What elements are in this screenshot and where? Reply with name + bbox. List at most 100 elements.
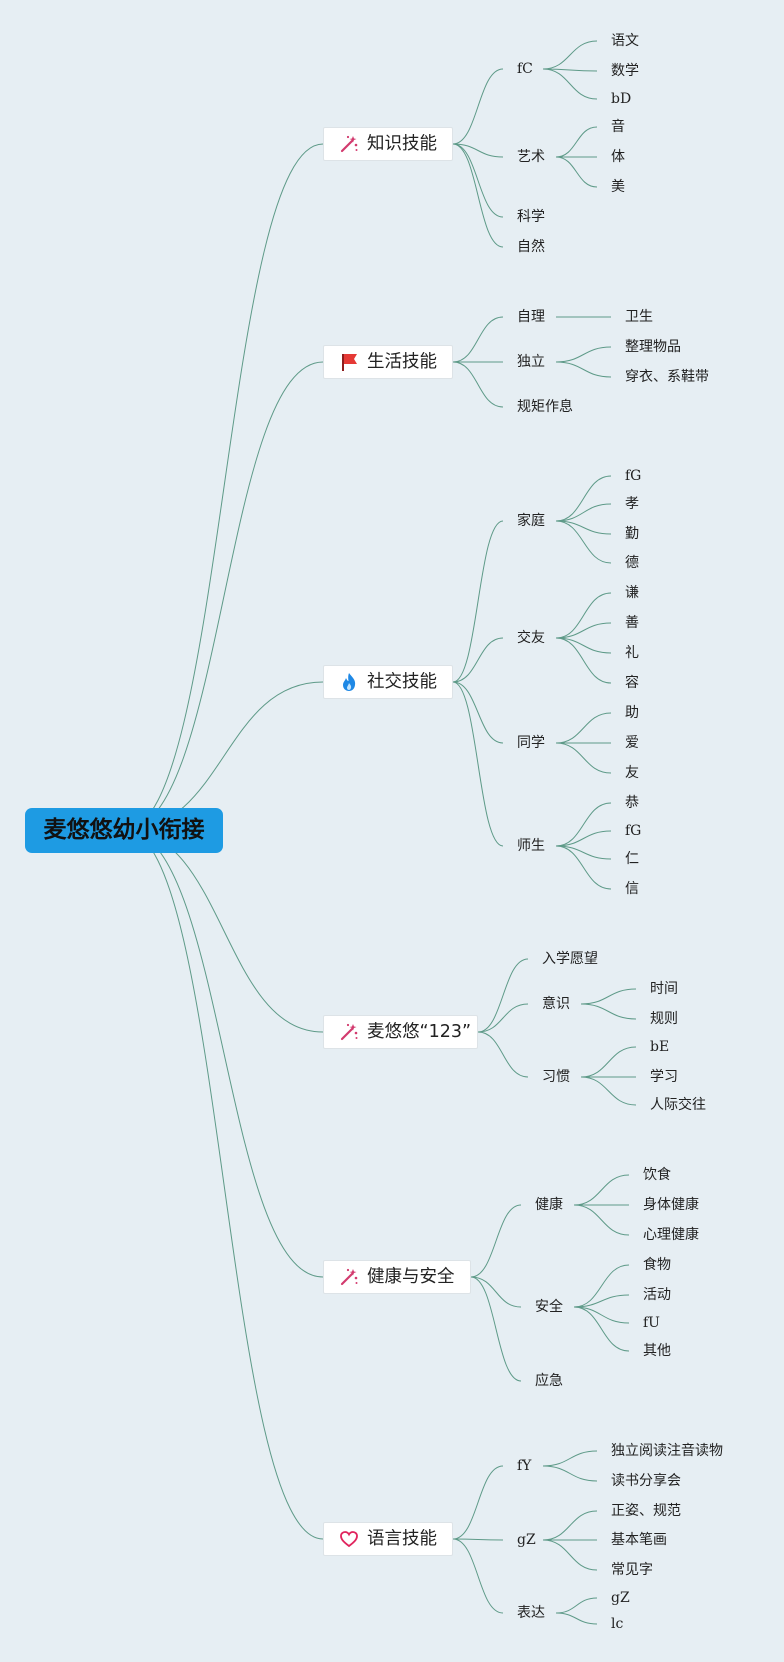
topic-label[interactable]: fY bbox=[517, 1458, 532, 1474]
topic-connector bbox=[573, 1306, 630, 1352]
topic-label[interactable]: 自然 bbox=[517, 239, 545, 255]
subtopic-label[interactable]: 友 bbox=[625, 765, 639, 781]
subtopic-label[interactable]: 规则 bbox=[650, 1011, 678, 1027]
topic-label[interactable]: 健康 bbox=[535, 1197, 563, 1213]
subtopic-label[interactable]: 数学 bbox=[611, 63, 639, 79]
subtopic-label[interactable]: 独立阅读注音读物 bbox=[611, 1443, 723, 1459]
subtopic-label[interactable]: 时间 bbox=[650, 981, 678, 997]
topic-connector bbox=[542, 68, 598, 100]
topic-label[interactable]: 艺术 bbox=[517, 149, 545, 165]
subtopic-label[interactable]: 礼 bbox=[625, 645, 639, 661]
subtopic-label[interactable]: 美 bbox=[611, 179, 625, 195]
topic-connector bbox=[555, 637, 612, 654]
subtopic-label[interactable]: gZ bbox=[611, 1590, 630, 1606]
branch-label: 语言技能 bbox=[367, 1529, 437, 1549]
subtopic-label[interactable]: 其他 bbox=[643, 1343, 671, 1359]
topic-label[interactable]: 同学 bbox=[517, 735, 545, 751]
topic-label[interactable]: 家庭 bbox=[517, 513, 545, 529]
subtopic-label[interactable]: 食物 bbox=[643, 1257, 671, 1273]
subtopic-label[interactable]: 容 bbox=[625, 675, 639, 691]
subtopic-label[interactable]: 基本笔画 bbox=[611, 1532, 667, 1548]
subtopic-label[interactable]: 音 bbox=[611, 119, 625, 135]
branch-connector bbox=[452, 316, 504, 363]
subtopic-label[interactable]: fG bbox=[625, 468, 642, 484]
branch-connector bbox=[477, 1031, 529, 1078]
branch-label: 麦悠悠“123” bbox=[367, 1022, 472, 1042]
branch-connector bbox=[452, 143, 504, 218]
subtopic-label[interactable]: 助 bbox=[625, 705, 639, 721]
subtopic-label[interactable]: 善 bbox=[625, 615, 639, 631]
subtopic-label[interactable]: bE bbox=[650, 1039, 670, 1055]
subtopic-label[interactable]: 恭 bbox=[625, 795, 639, 811]
branch-connector bbox=[470, 1204, 522, 1278]
topic-connector bbox=[573, 1306, 630, 1324]
topic-connector bbox=[555, 346, 612, 363]
branch-connector bbox=[470, 1276, 522, 1382]
topic-label[interactable]: 习惯 bbox=[542, 1069, 570, 1085]
subtopic-label[interactable]: 穿衣、系鞋带 bbox=[625, 369, 709, 385]
subtopic-label[interactable]: 信 bbox=[625, 881, 639, 897]
topic-connector bbox=[555, 520, 612, 535]
topic-connector bbox=[573, 1174, 630, 1206]
subtopic-label[interactable]: 勤 bbox=[625, 526, 639, 542]
subtopic-label[interactable]: fU bbox=[643, 1315, 660, 1331]
topic-label[interactable]: 师生 bbox=[517, 838, 545, 854]
branch-node[interactable]: 知识技能 bbox=[323, 127, 453, 161]
subtopic-label[interactable]: 爱 bbox=[625, 735, 639, 751]
topic-label[interactable]: 入学愿望 bbox=[542, 951, 598, 967]
branch-node[interactable]: 社交技能 bbox=[323, 665, 453, 699]
topic-connector bbox=[555, 1612, 598, 1625]
branch-connector bbox=[452, 1538, 504, 1541]
root-node[interactable]: 麦悠悠幼小衔接 bbox=[25, 808, 223, 853]
subtopic-label[interactable]: fG bbox=[625, 823, 642, 839]
topic-label[interactable]: 应急 bbox=[535, 1373, 563, 1389]
subtopic-label[interactable]: 德 bbox=[625, 555, 639, 571]
topic-label[interactable]: fC bbox=[517, 61, 533, 77]
subtopic-label[interactable]: 孝 bbox=[625, 496, 639, 512]
topic-label[interactable]: 规矩作息 bbox=[517, 399, 573, 415]
topic-label[interactable]: 表达 bbox=[517, 1605, 545, 1621]
branch-node[interactable]: 麦悠悠“123” bbox=[323, 1015, 478, 1049]
branch-connector bbox=[470, 1276, 522, 1308]
topic-label[interactable]: 安全 bbox=[535, 1299, 563, 1315]
topic-connector bbox=[580, 1003, 637, 1020]
heart-icon bbox=[339, 1529, 367, 1549]
root-connector bbox=[124, 143, 324, 831]
topic-label[interactable]: 自理 bbox=[517, 309, 545, 325]
topic-connector bbox=[555, 845, 612, 860]
subtopic-label[interactable]: 活动 bbox=[643, 1287, 671, 1303]
subtopic-label[interactable]: lc bbox=[611, 1616, 624, 1632]
topic-connector bbox=[573, 1204, 630, 1236]
subtopic-label[interactable]: 学习 bbox=[650, 1069, 678, 1085]
subtopic-label[interactable]: 读书分享会 bbox=[611, 1473, 681, 1489]
topic-label[interactable]: 意识 bbox=[542, 996, 570, 1012]
subtopic-label[interactable]: 卫生 bbox=[625, 309, 653, 325]
branch-connector bbox=[452, 681, 504, 847]
subtopic-label[interactable]: 心理健康 bbox=[643, 1227, 699, 1243]
branch-connector bbox=[452, 1465, 504, 1540]
subtopic-label[interactable]: 饮食 bbox=[643, 1167, 671, 1183]
branch-node[interactable]: 生活技能 bbox=[323, 345, 453, 379]
subtopic-label[interactable]: 身体健康 bbox=[643, 1197, 699, 1213]
topic-connector bbox=[542, 1450, 598, 1467]
topic-label[interactable]: 交友 bbox=[517, 630, 545, 646]
branch-connector bbox=[452, 361, 504, 408]
topic-label[interactable]: 独立 bbox=[517, 354, 545, 370]
subtopic-label[interactable]: 语文 bbox=[611, 33, 639, 49]
subtopic-label[interactable]: 人际交往 bbox=[650, 1097, 706, 1113]
topic-connector bbox=[555, 592, 612, 639]
subtopic-label[interactable]: 谦 bbox=[625, 585, 639, 601]
flag-icon bbox=[339, 352, 367, 372]
topic-label[interactable]: 科学 bbox=[517, 209, 545, 225]
subtopic-label[interactable]: 正姿、规范 bbox=[611, 1503, 681, 1519]
subtopic-label[interactable]: bD bbox=[611, 91, 632, 107]
topic-connector bbox=[555, 503, 612, 522]
branch-node[interactable]: 语言技能 bbox=[323, 1522, 453, 1556]
branch-node[interactable]: 健康与安全 bbox=[323, 1260, 471, 1294]
subtopic-label[interactable]: 仁 bbox=[625, 851, 639, 867]
subtopic-label[interactable]: 体 bbox=[611, 149, 625, 165]
subtopic-label[interactable]: 常见字 bbox=[611, 1562, 653, 1578]
subtopic-label[interactable]: 整理物品 bbox=[625, 339, 681, 355]
topic-label[interactable]: gZ bbox=[517, 1532, 536, 1548]
